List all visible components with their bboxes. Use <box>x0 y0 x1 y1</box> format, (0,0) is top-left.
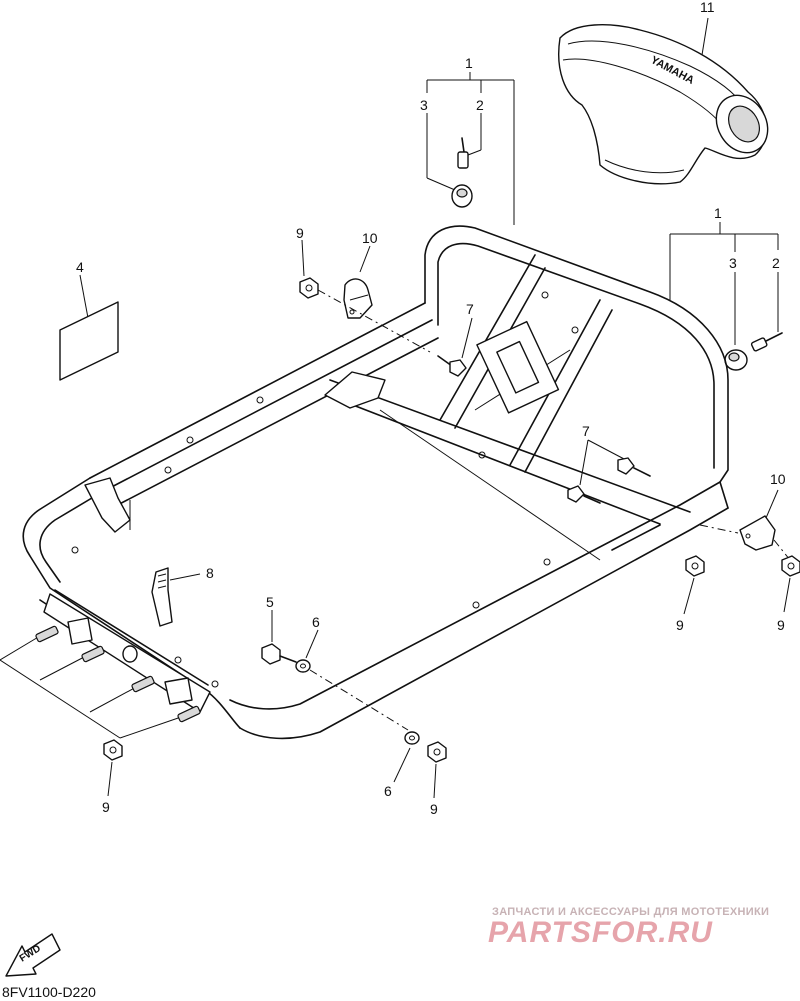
callout-10-right: 10 <box>770 471 786 487</box>
washer-part <box>295 659 311 673</box>
label-sticker-part <box>59 301 119 381</box>
strap-part <box>151 567 173 627</box>
grommet-part <box>724 349 748 371</box>
nut-part <box>781 555 800 577</box>
watermark-brand: PARTSFOR.RU <box>488 916 713 949</box>
callout-9-right-b: 9 <box>777 617 785 633</box>
callout-2-right: 2 <box>772 255 780 271</box>
stud-bolts-group <box>0 625 201 739</box>
callout-1-top: 1 <box>465 55 473 71</box>
callout-9-lower-mid: 9 <box>430 801 438 817</box>
callout-7-upper: 7 <box>466 301 474 317</box>
bolt-part <box>617 457 651 477</box>
callout-6-lower: 6 <box>384 783 392 799</box>
top-mount-callout-group <box>426 72 515 225</box>
bolt-part <box>437 355 467 377</box>
nut-part <box>685 555 705 577</box>
clip-part <box>739 515 776 551</box>
callout-3-right: 3 <box>729 255 737 271</box>
diagram-code: 8FV1100-D220 <box>2 984 96 1000</box>
nut-part <box>103 739 123 761</box>
callout-9-right-a: 9 <box>676 617 684 633</box>
callout-8: 8 <box>206 565 214 581</box>
callout-6-upper: 6 <box>312 614 320 630</box>
callout-10-upper: 10 <box>362 230 378 246</box>
callout-9-lower-left: 9 <box>102 799 110 815</box>
rivet-part <box>457 137 469 169</box>
callout-2-top: 2 <box>476 97 484 113</box>
callout-5: 5 <box>266 594 274 610</box>
callout-7-right: 7 <box>582 423 590 439</box>
bolt-part <box>261 643 297 665</box>
grommet-part <box>451 184 473 208</box>
callout-3-top: 3 <box>420 97 428 113</box>
right-mount-callout-group <box>669 222 779 345</box>
clip-part <box>343 278 373 319</box>
callout-1-right: 1 <box>714 205 722 221</box>
fwd-arrow-icon: FWD <box>5 933 61 977</box>
bolt-part <box>567 485 601 504</box>
watermark-caption: ЗАПЧАСТИ И АКСЕССУАРЫ ДЛЯ МОТОТЕХНИКИ <box>492 906 770 918</box>
grip-cover-part: YAMAHA <box>558 24 769 185</box>
washer-part <box>404 731 420 745</box>
callout-9-upper: 9 <box>296 225 304 241</box>
nut-part <box>427 741 447 763</box>
rivet-part <box>750 332 783 352</box>
callout-11: 11 <box>700 0 715 15</box>
callout-4: 4 <box>76 259 84 275</box>
nut-part <box>299 277 319 299</box>
